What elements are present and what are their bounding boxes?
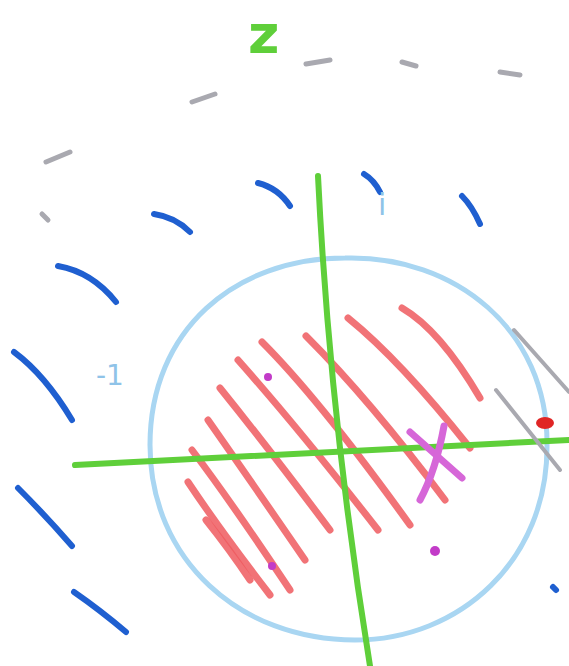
dots xyxy=(264,373,554,570)
axis-label: -1 xyxy=(96,362,124,390)
blue-strokes xyxy=(14,174,556,632)
grey-dashes xyxy=(42,60,520,220)
axes xyxy=(75,176,569,666)
plane-name: z xyxy=(248,8,279,62)
purple-x xyxy=(410,426,462,500)
grey-lines xyxy=(496,330,569,470)
axis-label: i xyxy=(378,190,386,220)
